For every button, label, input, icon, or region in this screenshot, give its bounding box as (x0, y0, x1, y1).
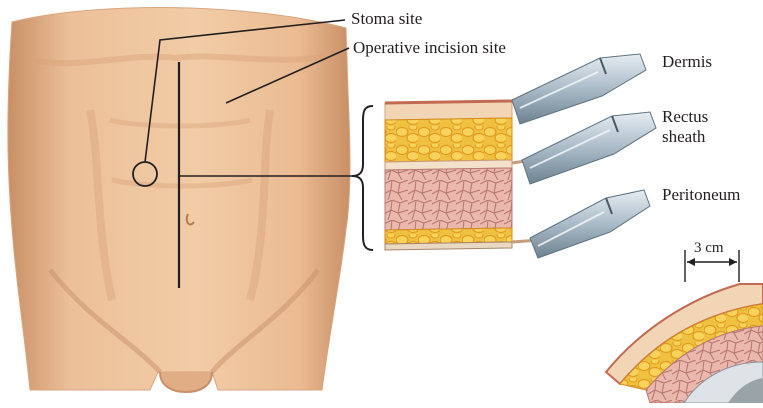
brace-icon (352, 106, 373, 250)
forceps-clamp-dermis (512, 54, 646, 124)
label-stoma-site: Stoma site (351, 9, 422, 28)
subcutaneous-fat (385, 118, 512, 162)
label-dermis: Dermis (662, 52, 712, 71)
label-rectus: Rectus (662, 107, 708, 126)
forceps-clamp-peritoneum (530, 190, 650, 258)
label-operative-incision-site: Operative incision site (353, 38, 506, 57)
peritoneal-fat (385, 228, 512, 244)
rectus-muscle (385, 168, 512, 230)
tissue-layers (385, 101, 540, 250)
stoma-cross-section (606, 284, 763, 403)
forceps-clamp-sheath (522, 112, 656, 184)
label-sheath: sheath (662, 127, 705, 146)
label-peritoneum: Peritoneum (662, 185, 740, 204)
dermis-edge (385, 101, 512, 103)
label-3cm: 3 cm (694, 239, 724, 258)
torso (8, 8, 350, 392)
genitals (160, 372, 212, 392)
peritoneum-layer (385, 242, 512, 250)
forceps-clamps (512, 54, 656, 258)
